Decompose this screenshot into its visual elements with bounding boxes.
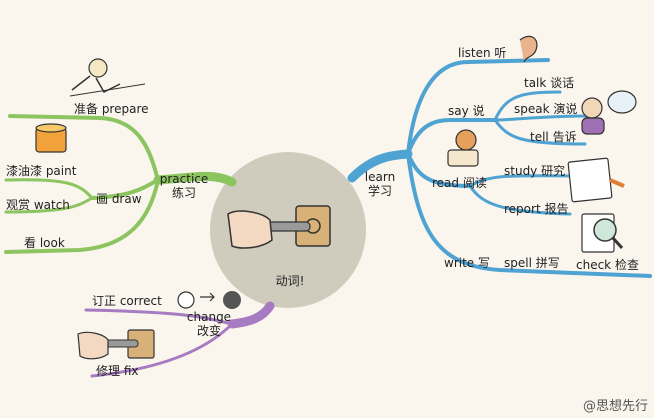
speaker-illustration: [581, 90, 637, 135]
learn-label-zh: 学习: [367, 184, 392, 198]
node-check: check 检查: [576, 258, 639, 272]
practice-label-en: practice: [159, 172, 209, 186]
practice-branch-lines: [4, 114, 237, 254]
node-spell: spell 拼写: [504, 256, 560, 270]
node-tell: tell 告诉: [530, 130, 577, 144]
node-report: report 报告: [504, 202, 569, 216]
center-label: 动词!: [275, 274, 305, 288]
practice-label-zh: 练习: [171, 186, 196, 200]
node-talk: talk 谈话: [524, 76, 575, 90]
learn-label-en: learn: [364, 170, 396, 184]
change-branch-lines: [84, 301, 275, 378]
node-write: write 写: [444, 256, 490, 270]
node-draw: 画 draw: [96, 192, 142, 206]
magnifier-illustration: [581, 213, 624, 253]
watermark: @思想先行: [582, 399, 648, 414]
node-listen: listen 听: [458, 46, 507, 60]
practice-label: practice 练习: [154, 172, 214, 200]
node-speak: speak 演说: [514, 102, 578, 116]
node-read: read 阅读: [432, 176, 487, 190]
learn-branch-lines: [347, 58, 652, 278]
wrench-hand-illustration: [227, 205, 331, 249]
change-label-zh: 改变: [196, 324, 221, 338]
paint-bucket-illustration: [35, 123, 67, 153]
runner-illustration: [69, 58, 146, 97]
node-prepare: 准备 prepare: [74, 102, 149, 116]
node-look: 看 look: [24, 236, 65, 250]
ear-illustration: [519, 35, 538, 63]
change-label-en: change: [186, 310, 232, 324]
formula-paper-illustration: [567, 157, 625, 203]
change-illustration: [177, 291, 241, 309]
node-paint: 漆油漆 paint: [6, 164, 77, 178]
node-correct: 订正 correct: [92, 294, 162, 308]
learn-label: learn 学习: [360, 170, 400, 198]
node-watch: 观赏 watch: [6, 198, 70, 212]
reader-illustration: [447, 129, 479, 167]
node-study: study 研究: [504, 164, 566, 178]
fix-illustration: [77, 329, 155, 360]
node-fix: 修理 fix: [96, 364, 139, 378]
node-say: say 说: [448, 104, 485, 118]
change-label: change 改变: [184, 310, 234, 338]
